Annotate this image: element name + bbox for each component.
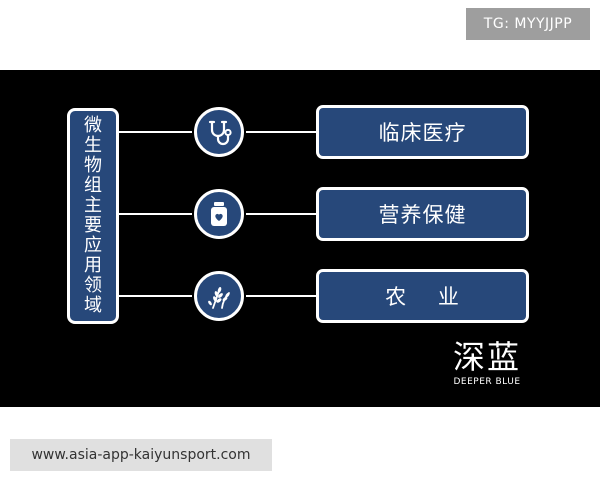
connector-lines	[119, 131, 316, 297]
brand-name: 深蓝	[452, 338, 521, 376]
category-agriculture: 农 业	[316, 269, 529, 323]
brand-logo: 深蓝 DEEPER BLUE	[447, 338, 527, 394]
main-topic-label: 微生物组主要应用领域	[84, 115, 102, 316]
category-clinical: 临床医疗	[316, 105, 529, 159]
diagram-panel: 微生物组主要应用领域 临床医疗 营养保健	[0, 70, 600, 407]
tag-badge: TG: MYYJJPP	[466, 8, 590, 40]
supplement-jar-icon	[194, 189, 244, 239]
url-banner[interactable]: www.asia-app-kaiyunsport.com	[10, 439, 272, 471]
stethoscope-icon	[194, 107, 244, 157]
category-nutrition: 营养保健	[316, 187, 529, 241]
main-topic-box: 微生物组主要应用领域	[67, 108, 119, 324]
wheat-icon	[194, 271, 244, 321]
brand-subtitle: DEEPER BLUE	[453, 377, 521, 387]
